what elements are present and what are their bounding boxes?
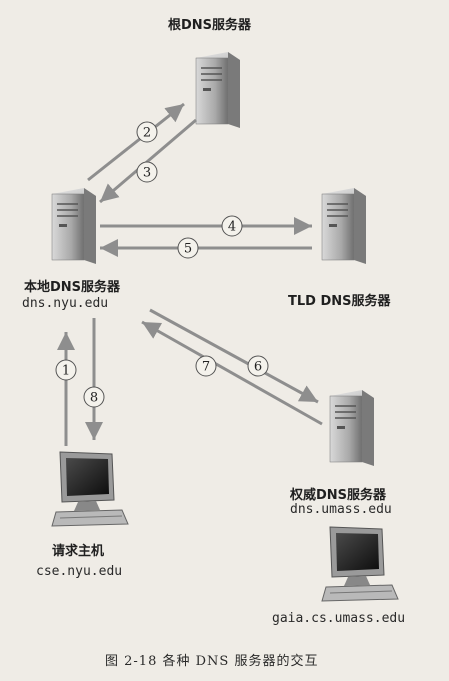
figure-caption: 图 2-18 各种 DNS 服务器的交互 — [105, 654, 319, 669]
step-circle-5: 5 — [177, 237, 199, 259]
local-server-label: 本地DNS服务器 — [24, 280, 121, 295]
target-computer-icon — [321, 526, 399, 602]
requester-computer-icon — [51, 451, 129, 527]
local-server-host: dns.nyu.edu — [22, 296, 109, 311]
step-circle-1: 1 — [55, 359, 77, 381]
root-server-label: 根DNS服务器 — [168, 18, 252, 33]
tld-server-icon — [321, 188, 366, 264]
step-circle-2: 2 — [136, 121, 158, 143]
step-circle-8: 8 — [83, 386, 105, 408]
arrow-step-6 — [149, 308, 319, 404]
target-host: gaia.cs.umass.edu — [272, 611, 406, 626]
arrow-step-3 — [99, 118, 197, 204]
step-number: 1 — [62, 364, 70, 379]
step-circle-4: 4 — [221, 215, 243, 237]
step-circle-3: 3 — [136, 161, 158, 183]
step-number: 5 — [184, 242, 192, 257]
auth-server-label: 权威DNS服务器 — [290, 488, 387, 503]
requester-label: 请求主机 — [52, 544, 105, 559]
requester-host: cse.nyu.edu — [36, 564, 123, 579]
step-number: 6 — [254, 360, 262, 375]
arrow-step-7 — [141, 320, 323, 426]
step-number: 2 — [143, 126, 151, 141]
step-circle-6: 6 — [247, 355, 269, 377]
root-server-icon — [195, 52, 240, 128]
step-circle-7: 7 — [195, 355, 217, 377]
step-number: 3 — [143, 166, 151, 181]
local-dns-server-icon — [51, 188, 96, 264]
step-number: 8 — [90, 391, 98, 406]
step-number: 4 — [228, 220, 236, 235]
auth-server-host: dns.umass.edu — [290, 502, 392, 517]
tld-server-label: TLD DNS服务器 — [288, 294, 391, 309]
step-number: 7 — [202, 360, 210, 375]
arrow-step-2 — [87, 102, 185, 182]
auth-server-icon — [329, 390, 374, 466]
